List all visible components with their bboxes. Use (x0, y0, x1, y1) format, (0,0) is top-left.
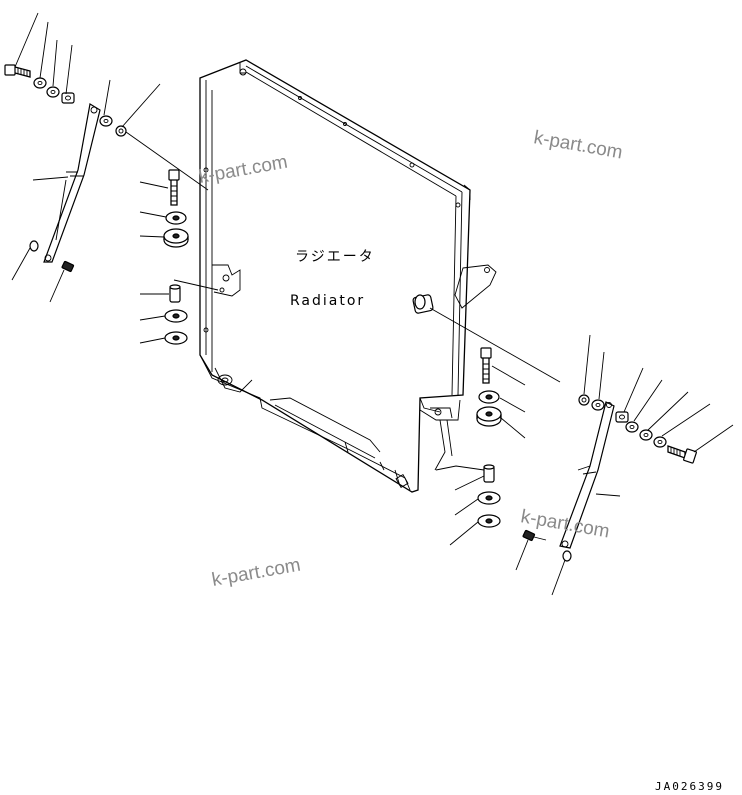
cushion-2 (163, 228, 189, 248)
watermarks: k-part.com k-part.com k-part.com k-part.… (197, 127, 624, 591)
mount-bolt-left (168, 169, 180, 206)
radiator-label-jp: ラジエータ (295, 249, 375, 265)
bolt-small-right (515, 529, 547, 571)
collar-right (483, 464, 495, 483)
drawing-code: JA026399 (655, 780, 724, 793)
washer-3 (99, 115, 113, 127)
watermark-1: k-part.com (197, 152, 289, 188)
washer-2 (46, 86, 60, 98)
nut-1 (61, 92, 75, 104)
collar-left (169, 284, 181, 303)
bolt-right (667, 445, 697, 464)
radiator-label: ラジエータ Radiator (290, 249, 375, 309)
nut-2 (615, 411, 629, 423)
washer-9 (578, 394, 590, 406)
radiator-label-en: Radiator (290, 293, 365, 309)
washer-10 (591, 399, 605, 411)
left-mount-stack (139, 169, 219, 345)
washer-12 (639, 429, 653, 441)
right-stay (515, 401, 621, 596)
left-stay (11, 103, 101, 303)
mount-bolt-right (480, 347, 492, 384)
right-stay-hardware (578, 334, 734, 464)
watermark-2: k-part.com (532, 127, 624, 163)
washer-8 (562, 550, 572, 562)
washer-4 (115, 125, 127, 137)
washer-11 (625, 421, 639, 433)
washer-5 (29, 240, 39, 252)
washer-13 (653, 436, 667, 448)
cushion-5 (476, 406, 502, 427)
right-mount-stack (412, 294, 561, 546)
bolt-small-left (49, 260, 75, 303)
watermark-4: k-part.com (210, 555, 302, 591)
radiator-frame (199, 59, 497, 493)
washer-1 (33, 77, 47, 89)
bolt-top-left (4, 64, 31, 78)
spacer-right (412, 294, 434, 314)
left-stay-hardware (4, 12, 209, 191)
